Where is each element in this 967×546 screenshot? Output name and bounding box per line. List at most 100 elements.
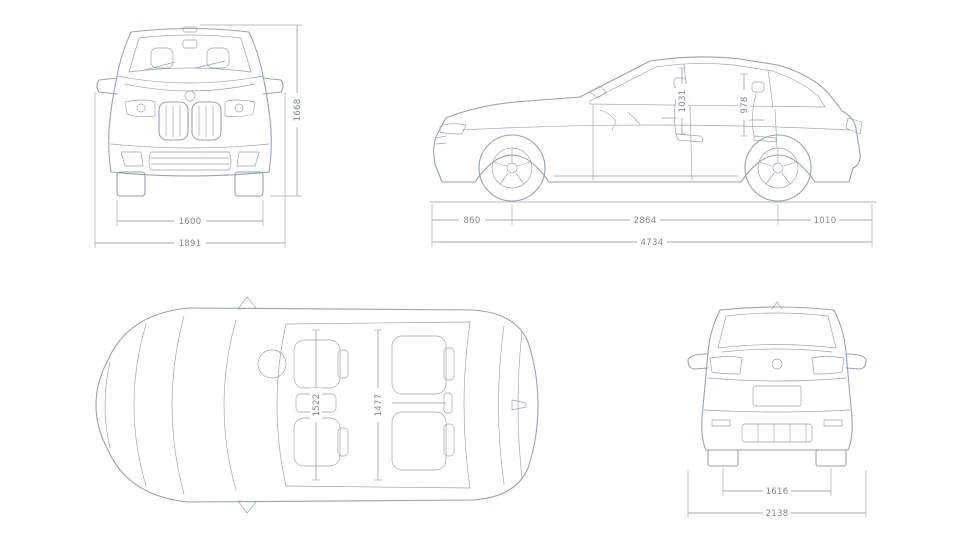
rear-hub: [772, 162, 784, 174]
top-rear-seat-left-headrest: [443, 347, 455, 381]
front-body-side-left: [108, 75, 118, 173]
rear-reflector-right: [823, 419, 843, 427]
rear-tailgate-seam: [707, 377, 847, 382]
top-steering-wheel: [257, 349, 287, 379]
steering-column: [627, 111, 641, 125]
front-lower-intake: [148, 151, 232, 171]
side-grille-hint: [435, 135, 447, 145]
dim-front-height-bg: [291, 93, 303, 127]
top-front-bumper-line: [104, 361, 111, 449]
rear-pillar-left: [707, 309, 721, 353]
front-roof: [130, 27, 250, 33]
rear-seat-back: [752, 93, 757, 137]
dim-overall-length-bg: [637, 236, 667, 248]
rear-spokes: [758, 147, 798, 185]
dim-rear-width-bg: [763, 507, 791, 519]
dim-front-headroom-label: 1031: [678, 90, 688, 113]
front-mirror-right: [262, 77, 284, 95]
top-hood-crease-1: [133, 323, 147, 487]
side-rear-wheel: [744, 134, 812, 202]
side-mirror: [589, 85, 607, 99]
dim-rear-interior-bg: [372, 388, 384, 422]
grille-left: [158, 101, 189, 141]
rear-diffuser-slats: [757, 423, 807, 443]
dim-overall-length-label: 4734: [641, 238, 664, 248]
front-brand-roundel: [184, 90, 196, 102]
grille-right: [191, 101, 222, 141]
rear-diffuser: [741, 423, 813, 443]
rear-body-side-left: [701, 351, 709, 451]
dim-rear-overhang-label: 1010: [814, 216, 837, 226]
front-hood-crease: [124, 83, 256, 92]
side-front-door-seam: [689, 105, 693, 181]
front-kidney-grille: [158, 101, 222, 141]
dim-front-overhang-bg: [459, 214, 485, 226]
dim-front-interior-label: 1522: [312, 394, 322, 417]
rear-pillar-right: [833, 309, 847, 353]
front-fog-right: [236, 151, 260, 167]
top-front-seat-driver: [293, 339, 341, 389]
side-body-outline: [433, 56, 861, 183]
top-rear-seat-right: [391, 411, 447, 471]
front-fog-left: [120, 151, 144, 167]
rear-view: [687, 301, 867, 467]
side-interior-dimensions: 1031 978: [676, 67, 750, 137]
front-tire: [478, 134, 546, 202]
dim-front-interior-bg: [310, 388, 322, 422]
front-rearview-mirror: [182, 39, 198, 49]
grille-left-slats: [165, 105, 181, 138]
top-front-seat-passenger-headrest: [337, 427, 349, 457]
dim-rear-track-label: 1616: [766, 487, 789, 497]
top-rear-window: [463, 321, 471, 489]
front-dimensions: 1600 1891 1668: [94, 24, 303, 249]
rear-wheel-left: [707, 449, 739, 467]
dim-rear-width-label: 2138: [766, 509, 789, 519]
rear-mirror-right: [845, 353, 867, 370]
side-c-pillar: [767, 69, 774, 108]
rear-body-side-right: [845, 351, 853, 451]
rear-antenna-fin: [771, 301, 783, 310]
front-view: [96, 26, 284, 197]
side-front-wheel: [478, 134, 546, 202]
rear-window: [717, 312, 837, 349]
rear-seat-cushion: [753, 135, 777, 143]
top-rear-spoiler-line: [517, 331, 523, 479]
rear-bumper-line: [703, 409, 851, 413]
front-wiper-right: [194, 60, 226, 69]
front-mirror-left: [96, 77, 118, 95]
dim-front-width-bg: [174, 237, 206, 249]
front-seat-cushion: [675, 133, 703, 143]
dim-front-headroom-bg: [676, 84, 688, 118]
rear-dimensions: 1616 2138: [687, 468, 867, 519]
rear-taillight-left: [709, 356, 743, 375]
dim-front-overhang-label: 860: [463, 216, 480, 226]
front-windshield: [128, 34, 252, 73]
rear-wheel-right: [815, 449, 847, 467]
side-window-band: [589, 63, 826, 108]
side-taillight: [845, 117, 863, 135]
front-hub: [506, 162, 518, 174]
top-roof-edge-lower: [285, 485, 471, 489]
dim-wheelbase-bg: [630, 214, 660, 226]
top-interior: [257, 335, 455, 471]
dim-rear-headroom-label: 978: [740, 96, 750, 113]
front-body-side-right: [262, 75, 272, 173]
rear-roof: [719, 306, 835, 311]
top-front-seat-driver-headrest: [337, 349, 349, 379]
front-wiper-left: [144, 61, 176, 71]
rear-brand-roundel: [771, 358, 783, 370]
grille-right-slats: [198, 105, 214, 138]
top-roof-edge-upper: [285, 321, 471, 325]
front-headrest-right: [206, 47, 230, 69]
front-bumper-line: [110, 143, 270, 149]
side-dimensions: 860 2864 1010 4734: [431, 204, 873, 248]
rear-license-plate: [752, 385, 802, 407]
top-mirror-lower: [237, 500, 257, 514]
front-wheel-right: [234, 171, 264, 197]
front-hood-line: [116, 75, 264, 84]
top-rear-seat-right-headrest: [443, 423, 455, 457]
dim-wheelbase-label: 2864: [634, 216, 657, 226]
side-view: 1031 978: [429, 56, 877, 203]
rear-seat-headrest: [751, 81, 765, 93]
top-windshield-base: [223, 319, 237, 491]
